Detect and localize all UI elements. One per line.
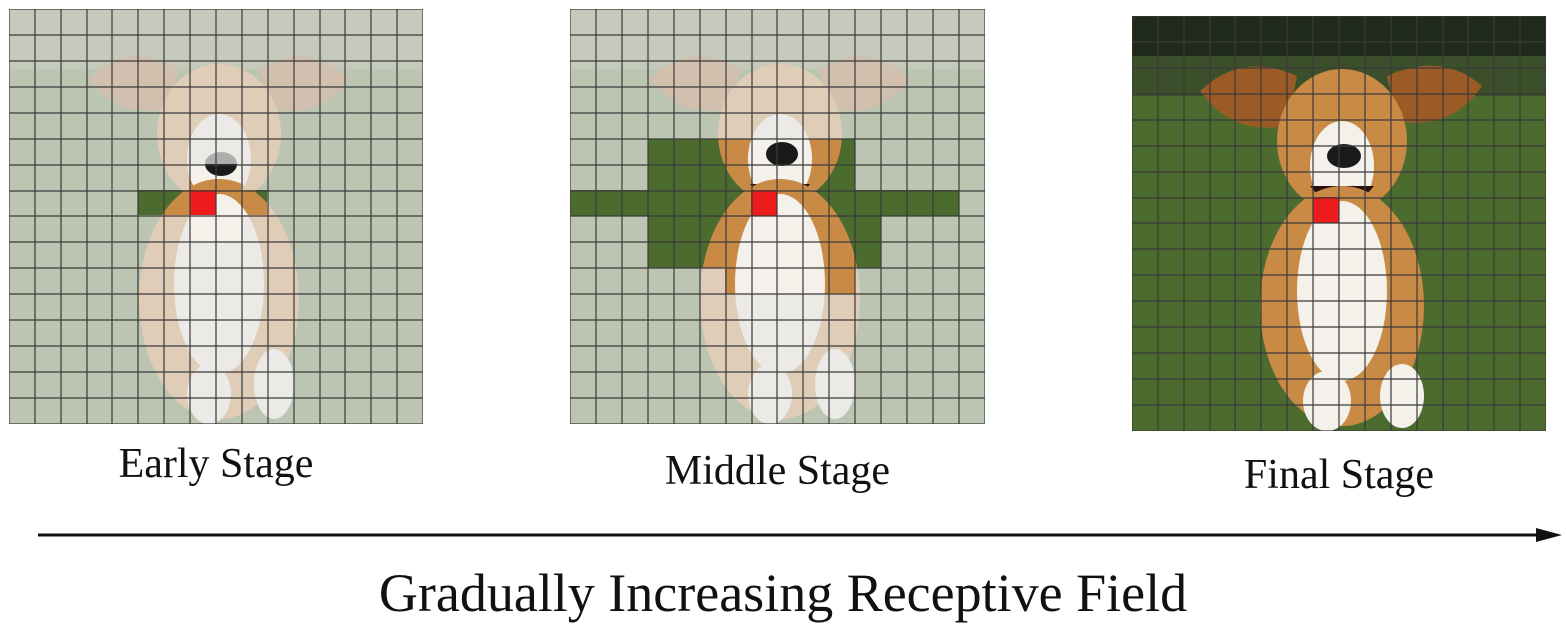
target-cell xyxy=(1313,197,1339,223)
middle-stage-image xyxy=(570,9,985,424)
arrow-right-icon xyxy=(38,528,1562,542)
final-stage-label: Final Stage xyxy=(1243,452,1435,498)
early-stage-panel xyxy=(9,9,423,424)
final-stage-image xyxy=(1132,16,1546,431)
grid-lines xyxy=(9,9,423,424)
final-stage-panel xyxy=(1132,16,1546,431)
grid-lines xyxy=(570,9,985,424)
early-stage-image xyxy=(9,9,423,424)
middle-stage-label: Middle Stage xyxy=(664,448,891,494)
grid-lines xyxy=(1132,16,1546,431)
target-cell xyxy=(190,190,216,215)
target-cell xyxy=(751,190,777,216)
early-stage-label: Early Stage xyxy=(118,441,314,487)
middle-stage-panel xyxy=(570,9,985,424)
figure-caption: Gradually Increasing Receptive Field xyxy=(378,563,1188,623)
